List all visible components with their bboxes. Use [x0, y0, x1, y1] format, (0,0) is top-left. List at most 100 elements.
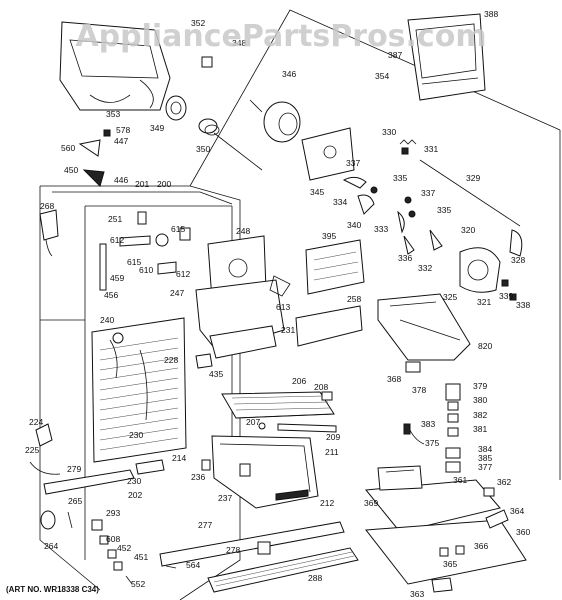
part-label-346: 346 [282, 69, 296, 79]
part-label-206: 206 [292, 376, 306, 386]
leveler-parts [40, 510, 271, 585]
part-label-612a: 612 [110, 235, 124, 245]
part-label-200: 200 [157, 179, 171, 189]
part-label-388: 388 [484, 9, 498, 19]
part-label-362: 362 [497, 477, 511, 487]
part-label-277: 277 [198, 520, 212, 530]
part-label-349: 349 [150, 123, 164, 133]
part-label-258: 258 [347, 294, 361, 304]
part-label-320: 320 [461, 225, 475, 235]
part-label-608: 608 [106, 534, 120, 544]
part-label-348: 348 [232, 38, 246, 48]
part-label-459: 459 [110, 273, 124, 283]
part-label-332: 332 [418, 263, 432, 273]
part-label-610: 610 [139, 265, 153, 275]
bottom-rails [43, 459, 345, 567]
part-label-336: 336 [398, 253, 412, 263]
part-label-230a: 230 [129, 430, 143, 440]
part-label-379: 379 [473, 381, 487, 391]
door-clips [78, 129, 111, 187]
part-label-381: 381 [473, 424, 487, 434]
part-label-384: 384 [478, 444, 492, 454]
part-label-231: 231 [281, 325, 295, 335]
part-label-363: 363 [410, 589, 424, 599]
part-label-615b: 615 [127, 257, 141, 267]
part-label-237: 237 [218, 493, 232, 503]
part-label-288: 288 [308, 573, 322, 583]
part-label-615a: 615 [171, 224, 185, 234]
part-label-224: 224 [29, 417, 43, 427]
part-label-387: 387 [388, 50, 402, 60]
part-label-378: 378 [412, 385, 426, 395]
part-label-350: 350 [196, 144, 210, 154]
part-label-240: 240 [100, 315, 114, 325]
part-label-354: 354 [375, 71, 389, 81]
part-label-435: 435 [209, 369, 223, 379]
part-label-364: 364 [510, 506, 524, 516]
part-label-377: 377 [478, 462, 492, 472]
watermark: AppliancePartsPros.com [75, 19, 486, 54]
part-label-365: 365 [443, 559, 457, 569]
part-label-333: 333 [374, 224, 388, 234]
part-label-338: 338 [516, 300, 530, 310]
ice-bucket [59, 21, 171, 111]
part-label-820: 820 [478, 341, 492, 351]
part-label-446: 446 [114, 175, 128, 185]
part-label-201: 201 [135, 179, 149, 189]
part-label-450: 450 [64, 165, 78, 175]
part-label-321: 321 [477, 297, 491, 307]
front-grille [207, 547, 359, 593]
part-label-552: 552 [131, 579, 145, 589]
part-label-293: 293 [106, 508, 120, 518]
part-label-329: 329 [466, 173, 480, 183]
part-label-331: 331 [424, 144, 438, 154]
heater-parts [29, 209, 61, 475]
part-label-578: 578 [116, 125, 130, 135]
part-label-353: 353 [106, 109, 120, 119]
drain-tube [99, 243, 107, 291]
part-label-340: 340 [347, 220, 361, 230]
part-label-330: 330 [382, 127, 396, 137]
part-label-247: 247 [170, 288, 184, 298]
part-label-265: 265 [68, 496, 82, 506]
art-number: (ART NO. WR18338 C34) [6, 585, 99, 594]
auger-parts [165, 56, 263, 171]
part-label-564: 564 [186, 560, 200, 570]
part-label-268: 268 [40, 201, 54, 211]
part-label-248: 248 [236, 226, 250, 236]
part-label-366: 366 [474, 541, 488, 551]
part-label-230b: 230 [127, 476, 141, 486]
part-label-560: 560 [61, 143, 75, 153]
part-label-337b: 337 [421, 188, 435, 198]
small-clips [119, 211, 213, 369]
part-label-335a: 335 [393, 173, 407, 183]
part-label-211: 211 [325, 447, 339, 457]
part-label-352: 352 [191, 18, 205, 28]
part-label-208: 208 [314, 382, 328, 392]
part-label-385: 385 [478, 453, 492, 463]
part-label-613: 613 [276, 302, 290, 312]
ice-maker [377, 229, 523, 361]
part-label-395: 395 [322, 231, 336, 241]
part-label-380: 380 [473, 395, 487, 405]
part-label-447: 447 [114, 136, 128, 146]
part-label-339: 339 [499, 291, 513, 301]
bracket-plate [301, 127, 355, 181]
part-label-360: 360 [516, 527, 530, 537]
actuator-rod [399, 139, 521, 227]
part-label-345: 345 [310, 187, 324, 197]
drawer-clips [201, 459, 251, 477]
part-label-337a: 337 [346, 158, 360, 168]
part-label-278: 278 [226, 545, 240, 555]
part-label-236: 236 [191, 472, 205, 482]
part-label-335b: 335 [437, 205, 451, 215]
part-label-328: 328 [511, 255, 525, 265]
part-label-361: 361 [453, 475, 467, 485]
part-label-451: 451 [134, 552, 148, 562]
part-label-264: 264 [44, 541, 58, 551]
part-label-452: 452 [117, 543, 131, 553]
evaporator-duct [195, 235, 291, 359]
part-label-202: 202 [128, 490, 142, 500]
